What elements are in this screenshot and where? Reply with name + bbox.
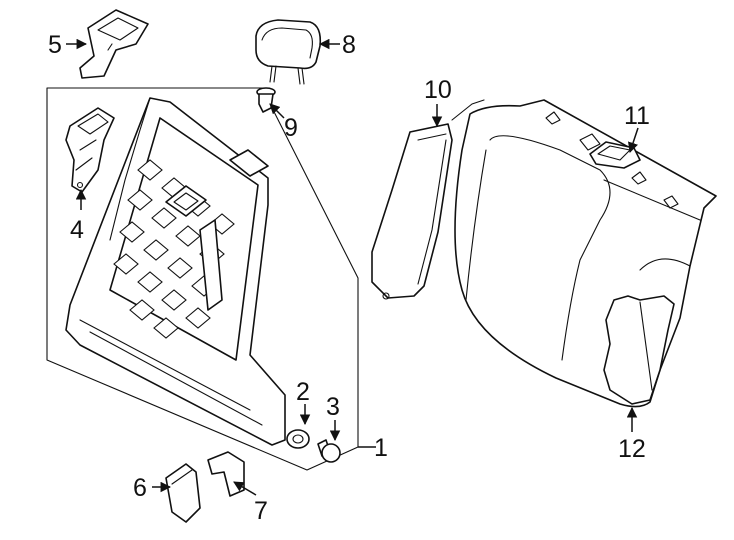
bracket-part-4 (65, 107, 115, 193)
callout-label-4: 4 (70, 216, 84, 244)
callout-label-9: 9 (284, 114, 298, 142)
callout-4: 4 (70, 188, 87, 244)
callout-7: 7 (233, 481, 268, 525)
headrest-guide-part-9 (256, 87, 276, 113)
callout-label-12: 12 (618, 435, 646, 463)
callout-5: 5 (48, 31, 88, 59)
callout-label-3: 3 (326, 393, 340, 421)
callout-label-11: 11 (624, 102, 650, 130)
seat-back-frame (65, 97, 286, 446)
callout-2: 2 (296, 378, 311, 426)
callout-8: 8 (318, 31, 356, 59)
callout-label-5: 5 (48, 31, 62, 59)
callout-9: 9 (269, 103, 298, 142)
callout-label-6: 6 (133, 474, 147, 502)
callout-label-10: 10 (424, 76, 452, 104)
headrest-part-8 (255, 19, 322, 85)
callout-6: 6 (133, 474, 172, 502)
callout-label-7: 7 (254, 497, 268, 525)
callout-11: 11 (624, 102, 650, 153)
callout-3: 3 (326, 393, 341, 442)
seat-back-cover-part-11 (454, 99, 717, 408)
callout-label-1: 1 (374, 434, 388, 462)
foam-pad-part-12 (603, 295, 675, 405)
callout-label-2: 2 (296, 378, 310, 406)
callout-10: 10 (424, 76, 452, 128)
end-cap-part-6 (165, 463, 201, 523)
frame-mesh-grid (113, 159, 235, 339)
guide-cover-part-5 (79, 9, 149, 79)
pin-part-3 (317, 439, 341, 463)
callout-12: 12 (618, 406, 646, 463)
callout-label-8: 8 (342, 31, 356, 59)
callout-1: 1 (358, 434, 388, 462)
side-bolster-part-10 (371, 99, 485, 300)
clip-part-7 (207, 451, 245, 497)
grommet-part-2 (286, 429, 310, 449)
